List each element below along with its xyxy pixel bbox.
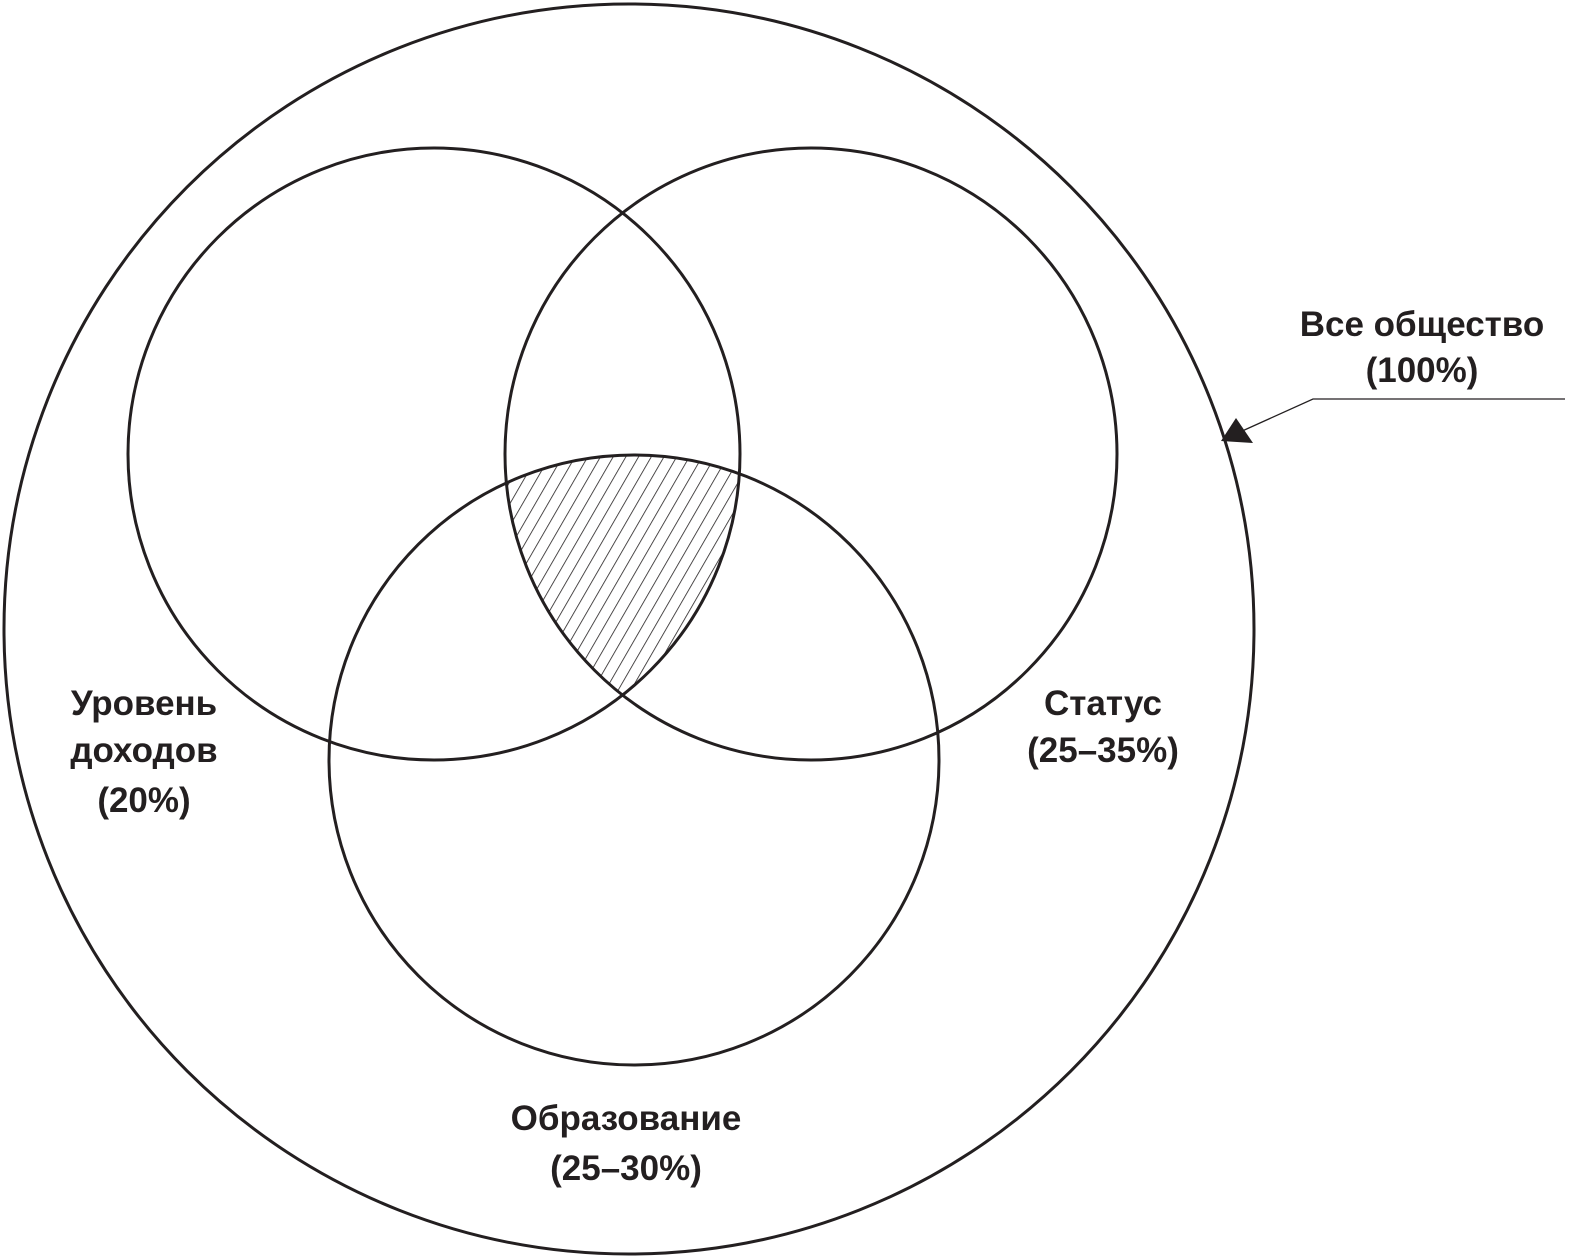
universe-circle [2,2,1256,1256]
universe-leader-line [1239,398,1565,433]
status-value: (25–35%) [1027,731,1179,770]
status-label: Статус [1044,684,1162,723]
income-value: (20%) [97,781,190,820]
status-circle [503,146,1119,762]
universe-label: Все общество [1300,305,1545,344]
universe-value: (100%) [1366,351,1479,390]
income-label-line1: Уровень [71,684,217,723]
income-circle [126,146,742,762]
education-circle [327,453,941,1067]
income-label-line2: доходов [70,731,217,770]
arrowhead-icon [1221,418,1253,443]
education-value: (25–30%) [550,1149,702,1188]
education-label: Образование [511,1099,742,1138]
